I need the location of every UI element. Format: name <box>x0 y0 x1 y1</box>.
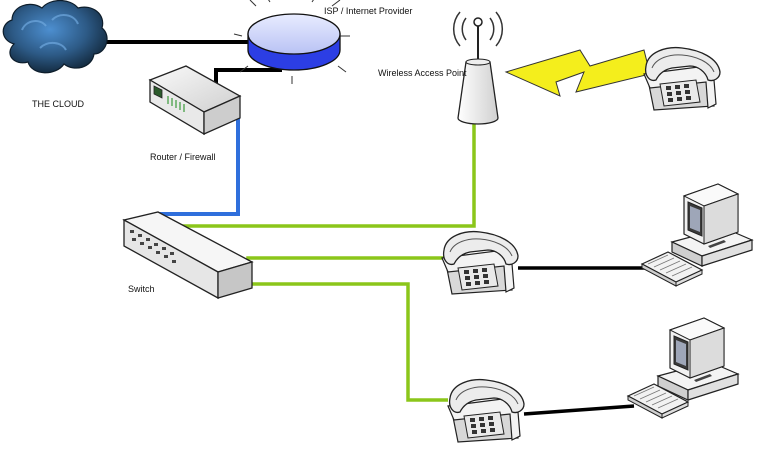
computer-icon <box>671 183 753 267</box>
router-icon <box>148 65 242 136</box>
phone2-pc2-link <box>523 404 635 416</box>
lightning-icon <box>504 49 651 97</box>
isp-router-link <box>214 68 282 84</box>
isp-hub-icon <box>233 0 350 84</box>
switch-phone1-link <box>246 256 446 264</box>
switch-phone2-link <box>248 282 448 402</box>
switch-label: Switch <box>128 284 155 294</box>
isp-label: ISP / Internet Provider <box>324 6 412 16</box>
router-switch-link <box>158 108 240 216</box>
cloud-icon <box>2 0 108 74</box>
telephone-icon <box>643 46 721 111</box>
router-label: Router / Firewall <box>150 152 216 162</box>
wap-label: Wireless Access Point <box>378 68 467 78</box>
computer-icon <box>657 317 739 401</box>
wireless-ap-icon <box>453 11 503 125</box>
switch-wap-link <box>168 124 476 228</box>
switch-icon <box>122 211 254 300</box>
telephone-icon <box>447 378 525 443</box>
telephone-icon <box>441 230 519 295</box>
cloud-label: THE CLOUD <box>32 99 85 109</box>
